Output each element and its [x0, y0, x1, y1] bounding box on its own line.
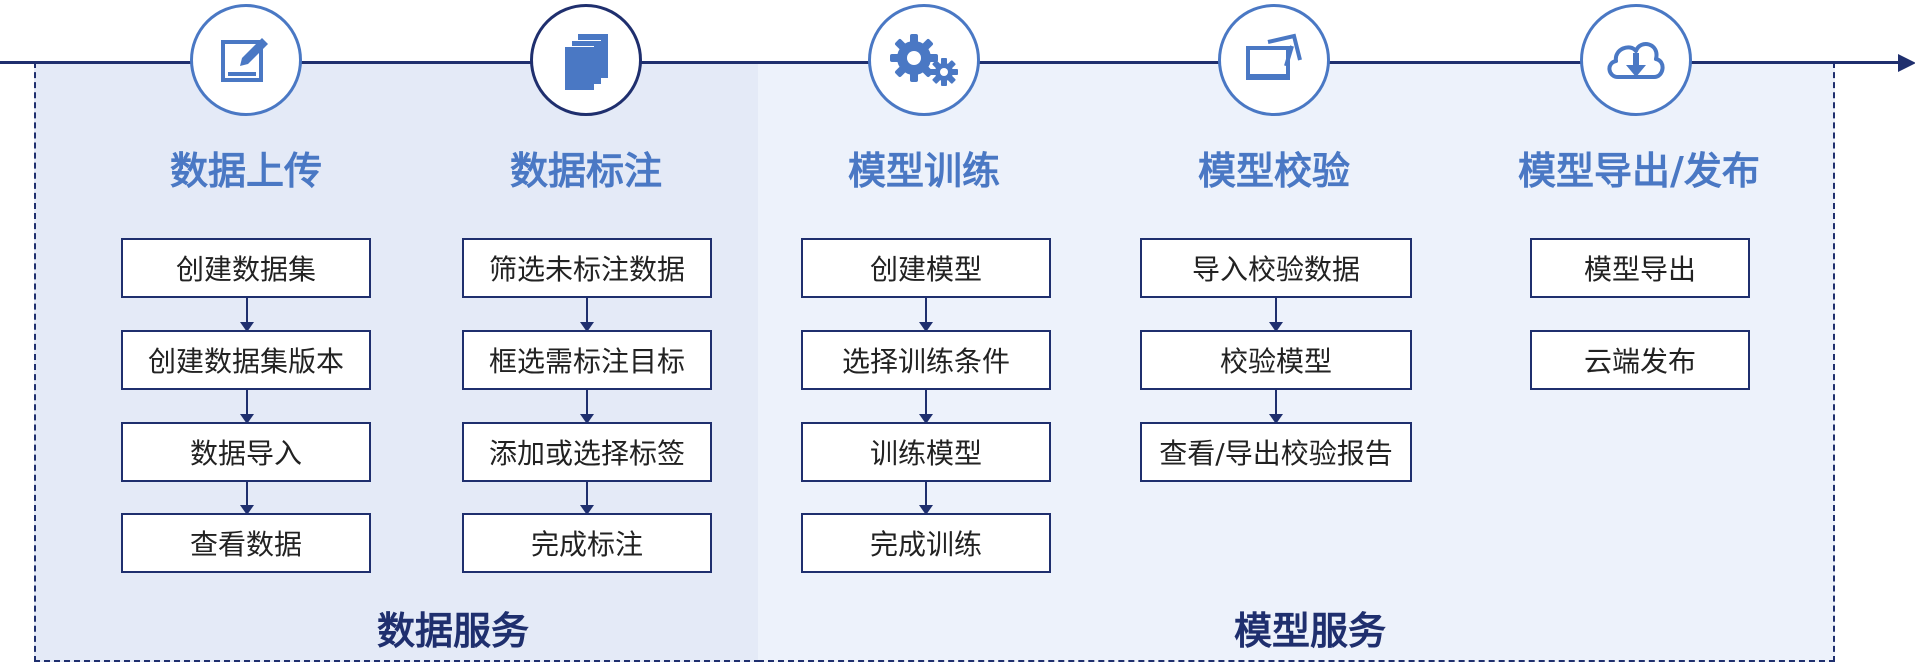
step-train-model: 训练模型	[801, 422, 1051, 482]
section-train-icon-circle	[868, 4, 980, 116]
service-label-model: 模型服务	[1233, 609, 1386, 653]
cloud-download-icon	[1607, 42, 1665, 79]
step-view-export-report: 查看/导出校验报告	[1140, 422, 1412, 482]
step-select-train-conditions: 选择训练条件	[801, 330, 1051, 390]
flow-arrow	[1269, 390, 1283, 424]
step-add-select-label: 添加或选择标签	[462, 422, 712, 482]
step-model-export: 模型导出	[1530, 238, 1750, 298]
step-validate-model: 校验模型	[1140, 330, 1412, 390]
edit-icon	[221, 38, 268, 82]
flow-arrow	[580, 390, 594, 424]
timeline-arrowhead	[1898, 54, 1915, 72]
monitor-icon	[1246, 33, 1302, 80]
flow-arrow	[919, 390, 933, 424]
flow-arrow	[580, 482, 594, 515]
step-create-dataset-version: 创建数据集版本	[121, 330, 371, 390]
section-publish-icon-circle	[1580, 4, 1692, 116]
service-label-data: 数据服务	[376, 609, 529, 653]
flow-arrow	[240, 390, 254, 424]
flow-arrow	[919, 298, 933, 332]
step-finish-annotation: 完成标注	[462, 513, 712, 573]
step-view-data: 查看数据	[121, 513, 371, 573]
step-create-dataset: 创建数据集	[121, 238, 371, 298]
section-title-upload: 数据上传	[169, 149, 322, 193]
flow-arrow	[240, 298, 254, 332]
step-box-select-target: 框选需标注目标	[462, 330, 712, 390]
section-validate-icon-circle	[1218, 4, 1330, 116]
section-upload-icon-circle	[190, 4, 302, 116]
documents-icon	[564, 34, 608, 90]
section-title-annotate: 数据标注	[509, 149, 662, 193]
flow-arrow	[1269, 298, 1283, 332]
section-title-train: 模型训练	[847, 149, 1000, 193]
section-title-validate: 模型校验	[1197, 149, 1350, 193]
step-filter-unlabeled: 筛选未标注数据	[462, 238, 712, 298]
section-title-publish: 模型导出/发布	[1518, 149, 1760, 193]
flow-arrow	[240, 482, 254, 515]
section-annotate-icon-circle	[530, 4, 642, 116]
step-cloud-publish: 云端发布	[1530, 330, 1750, 390]
flow-arrow	[580, 298, 594, 332]
step-finish-training: 完成训练	[801, 513, 1051, 573]
flow-arrow	[919, 482, 933, 515]
gears-icon	[890, 34, 958, 86]
step-import-validation-data: 导入校验数据	[1140, 238, 1412, 298]
step-data-import: 数据导入	[121, 422, 371, 482]
step-create-model: 创建模型	[801, 238, 1051, 298]
